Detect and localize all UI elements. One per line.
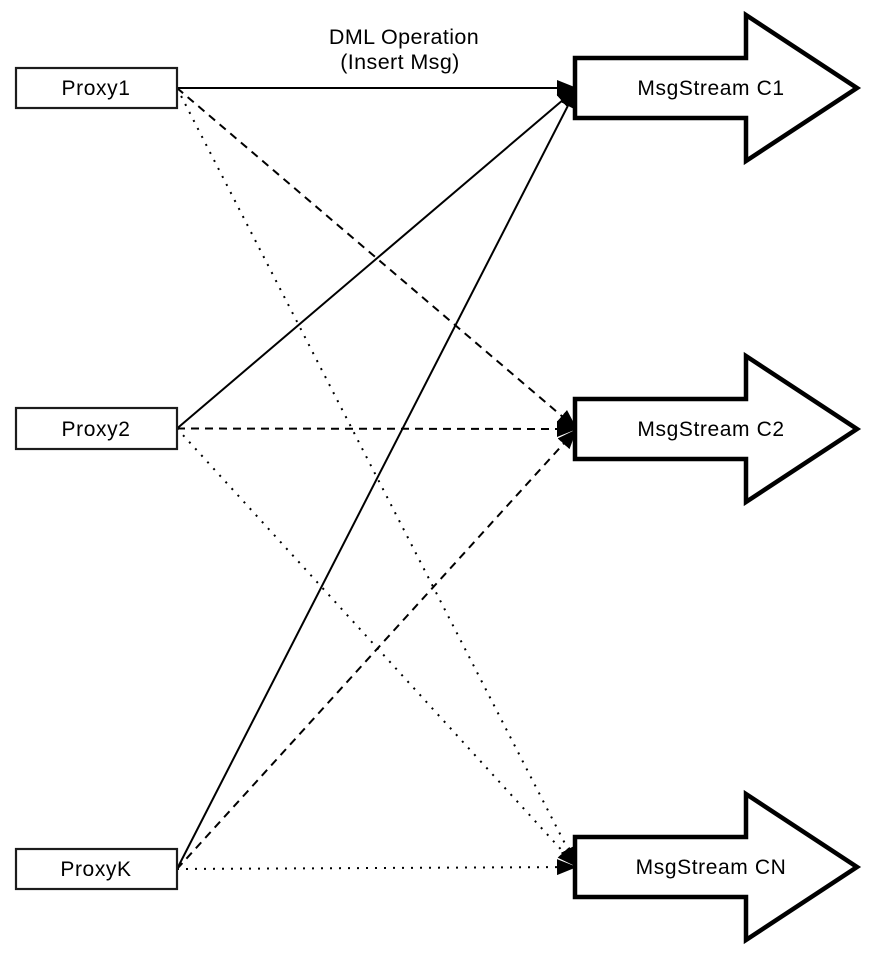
edge-proxyk-to-cn [176,859,578,876]
proxy1-box [14,66,179,110]
stream-c2-arrow-shape [572,351,862,507]
proxy-node-proxy1: Proxy1 [14,66,179,110]
proxyk-box [14,847,179,891]
edge-proxy2-to-c1 [176,87,578,430]
annotation-line1: DML Operation [329,25,479,49]
proxyk-label: ProxyK [60,858,131,881]
proxy-node-proxyk: ProxyK [14,847,179,891]
stream-node-c2: MsgStream C2 [572,351,862,507]
stream-c1-arrow-shape [572,10,862,166]
edge-proxy1-to-c2 [176,87,578,430]
proxy1-label: Proxy1 [62,77,131,100]
proxy2-box [14,406,179,451]
stream-c1-label: MsgStream C1 [637,77,784,100]
stream-node-cn: MsgStream CN [572,789,862,945]
stream-cn-label: MsgStream CN [636,856,787,879]
edge-proxy1-to-cn [176,87,578,868]
edge-proxy2-to-c2 [176,420,578,437]
stream-c2-label: MsgStream C2 [637,418,784,441]
annotation-line2: (Insert Msg) [340,50,459,74]
stream-cn-arrow-shape [572,789,862,945]
edge-group [176,80,578,876]
proxy2-label: Proxy2 [62,418,131,441]
proxy-node-proxy2: Proxy2 [14,406,179,451]
edge-proxyk-to-c1 [176,87,578,870]
stream-node-c1: MsgStream C1 [572,10,862,166]
